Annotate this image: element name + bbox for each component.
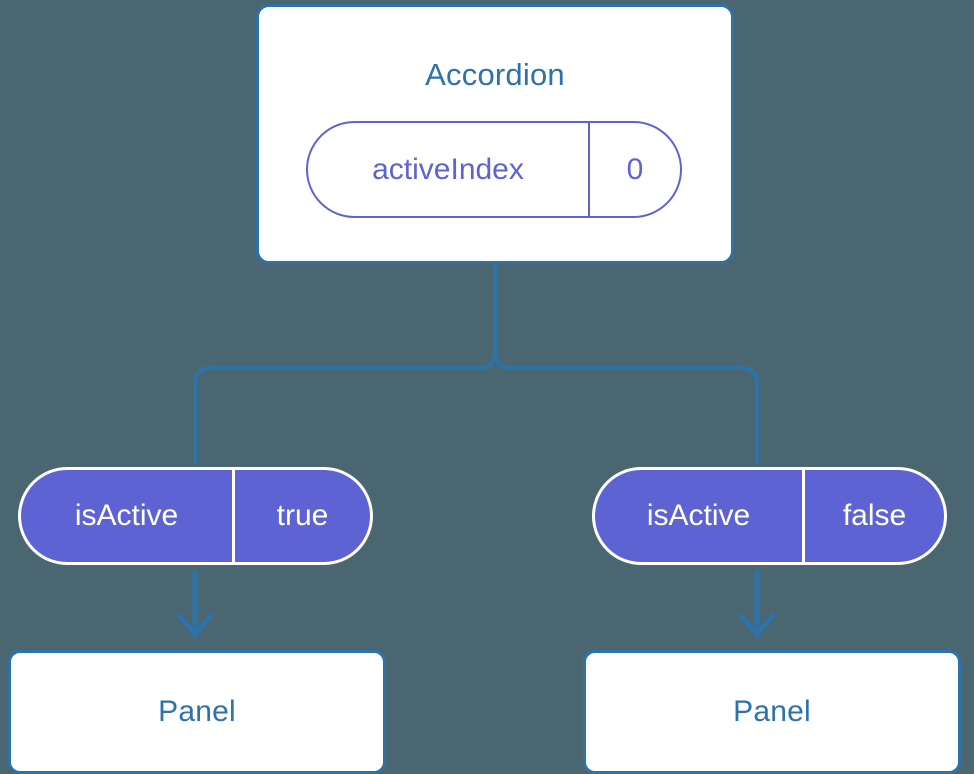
state-badge-key: isActive [74, 499, 179, 532]
arrow-down-icon [176, 569, 214, 639]
state-badge-value: false [802, 470, 944, 562]
state-badge-key: isActive [646, 499, 751, 532]
state-badge-value: true [232, 470, 370, 562]
state-badge-is-active-true[interactable]: isActive true [18, 467, 373, 565]
state-badge-key: activeIndex [372, 152, 524, 186]
accordion-node-title: Accordion [425, 57, 565, 92]
arrow-down-icon [738, 569, 776, 639]
panel-node-card-left[interactable]: Panel [8, 650, 386, 774]
panel-node-title: Panel [158, 695, 236, 728]
connector-branch-left [193, 262, 497, 464]
state-badge-active-index[interactable]: activeIndex 0 [306, 121, 682, 218]
panel-node-card-right[interactable]: Panel [583, 650, 961, 774]
panel-node-title: Panel [733, 695, 811, 728]
state-badge-is-active-false[interactable]: isActive false [592, 467, 947, 565]
state-badge-value: 0 [588, 123, 680, 216]
connector-branch-right [493, 262, 759, 464]
